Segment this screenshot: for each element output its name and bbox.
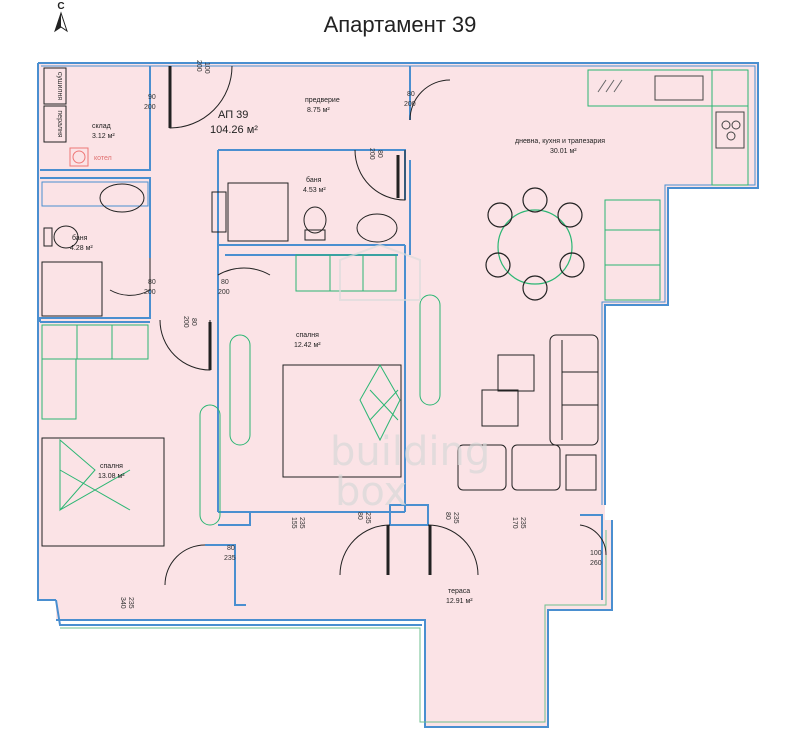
window-label: 170 — [511, 517, 518, 529]
watermark: building box — [330, 243, 490, 515]
bed-2 — [41, 437, 165, 547]
bed-1 — [282, 363, 402, 478]
storage-appliances — [43, 67, 89, 167]
door-label: 200 — [368, 148, 375, 160]
room-name-bath1: баня — [306, 176, 322, 184]
boiler-label: котел — [94, 155, 112, 162]
door-label: 235 — [224, 555, 236, 562]
window-label: 155 — [290, 517, 297, 529]
page-title: Апартамент 39 — [323, 12, 477, 37]
room-area-bath1: 4.53 м² — [303, 187, 326, 194]
watermark-line2: box — [335, 469, 407, 515]
room-name-storage: склад — [92, 123, 111, 130]
door-label: 200 — [182, 316, 189, 328]
room-area-terrace: 12.91 м² — [446, 598, 473, 605]
window-label: 235 — [519, 517, 526, 529]
door-swings — [109, 65, 607, 586]
kitchen-counter — [587, 69, 749, 186]
door-labels: 90 200 100 200 80 200 80 200 80 200 80 2… — [144, 60, 602, 567]
room-area-hall: 8.75 м² — [307, 107, 330, 114]
door-label: 235 — [452, 512, 459, 524]
watermark-line1: building — [330, 429, 490, 475]
dining-table — [485, 187, 585, 301]
room-name-living: дневна, кухня и трапезария — [515, 138, 605, 145]
room-name-bed1: спалня — [296, 332, 319, 339]
door-label: 260 — [590, 560, 602, 567]
door-leaves — [168, 66, 432, 575]
room-area-living: 30.01 м² — [550, 148, 577, 155]
door-label: 80 — [356, 512, 363, 520]
room-area-bed1: 12.42 м² — [294, 342, 321, 349]
room-labels: склад 3.12 м² предверие 8.75 м² дневна, … — [70, 97, 605, 605]
door-label: 80 — [444, 512, 451, 520]
window-label: 235 — [298, 517, 305, 529]
room-area-bath2: 4.28 м² — [70, 245, 93, 252]
window-label: 340 — [119, 597, 126, 609]
door-label: 200 — [195, 60, 202, 72]
compass-label: С — [57, 1, 64, 12]
door-label: 80 — [376, 150, 383, 158]
outer-walls — [37, 62, 759, 728]
door-label: 200 — [218, 289, 230, 296]
sofa — [457, 334, 599, 491]
wardrobes — [41, 199, 661, 526]
room-area-storage: 3.12 м² — [92, 133, 115, 140]
window-label: 235 — [127, 597, 134, 609]
door-label: 100 — [590, 550, 602, 557]
north-arrow-icon: С — [54, 1, 68, 33]
door-label: 80 — [148, 279, 156, 286]
door-label: 235 — [364, 512, 371, 524]
dryer-label: сушилня — [56, 72, 63, 100]
door-label: 200 — [404, 101, 416, 108]
door-label: 80 — [407, 91, 415, 98]
room-name-bed2: спалня — [100, 463, 123, 470]
terrace-railing — [60, 530, 607, 723]
bathroom-fixtures — [41, 181, 398, 317]
door-label: 80 — [227, 545, 235, 552]
door-label: 200 — [144, 289, 156, 296]
room-name-hall: предверие — [305, 97, 340, 104]
door-label: 90 — [148, 94, 156, 101]
door-label: 100 — [203, 62, 210, 74]
apartment-area: 104.26 м² — [210, 124, 258, 136]
room-name-terrace: тераса — [448, 588, 470, 595]
window-labels: 155 235 170 235 340 235 — [119, 517, 526, 609]
apartment-label: АП 39 — [218, 109, 248, 121]
door-label: 200 — [144, 104, 156, 111]
room-name-bath2: баня — [72, 234, 88, 242]
room-area-bed2: 13.08 м² — [98, 473, 125, 480]
washer-label: пералня — [56, 110, 63, 137]
door-label: 80 — [190, 318, 197, 326]
door-label: 80 — [221, 279, 229, 286]
